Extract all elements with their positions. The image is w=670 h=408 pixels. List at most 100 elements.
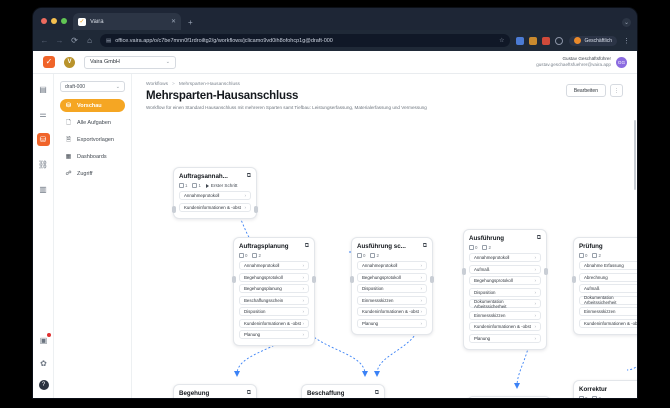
node-item[interactable]: Aufmaß›: [579, 284, 637, 293]
extensions-area[interactable]: [516, 37, 563, 45]
node-item[interactable]: Planung›: [469, 334, 541, 343]
user-menu[interactable]: Gustav Geschäftsführer gustav.geschaefts…: [536, 56, 627, 68]
sidebar-item-exportvorlagen[interactable]: 🗎 Exportvorlagen: [60, 133, 125, 146]
node-item[interactable]: Annahmeprotokoll›: [469, 253, 541, 262]
node-port-right[interactable]: [254, 206, 258, 213]
node-item[interactable]: Kundeninformationen & -obst›: [469, 322, 541, 331]
workflow-node[interactable]: Auftragsplanung⧉02Annahmeprotokoll›Begeh…: [233, 237, 315, 346]
node-port-right[interactable]: [312, 276, 316, 283]
integrations-icon[interactable]: ⛓: [37, 158, 50, 171]
breadcrumb[interactable]: Workflows > Mehrsparten-Hausanschluss: [146, 82, 623, 87]
maximize-window-button[interactable]: [61, 18, 67, 24]
breadcrumb-root[interactable]: Workflows: [146, 82, 168, 87]
kebab-menu-icon[interactable]: ⋮: [623, 37, 630, 45]
help-icon[interactable]: ?: [39, 380, 49, 390]
contacts-icon[interactable]: ▥: [37, 183, 50, 196]
settings-gear-icon[interactable]: ✿: [37, 357, 50, 370]
node-item[interactable]: Annahmeprotokoll›: [179, 191, 251, 200]
vertical-scrollbar[interactable]: [634, 120, 637, 190]
workflow-node[interactable]: Ausführung⧉02Annahmeprotokoll›Aufmaß›Beg…: [463, 229, 547, 350]
notifications-icon[interactable]: ▣: [37, 334, 50, 347]
vaira-logo-icon[interactable]: ✓: [43, 56, 55, 68]
node-item[interactable]: Begehungsprotokoll›: [239, 273, 309, 282]
docs-count: 2: [252, 253, 260, 258]
node-port-right[interactable]: [544, 268, 548, 275]
workflow-node[interactable]: Auftragsannah...⧉11Erster SchrittAnnahme…: [173, 167, 257, 219]
node-port-left[interactable]: [350, 276, 354, 283]
sidebar-item-zugriff[interactable]: ☍ Zugriff: [60, 167, 125, 180]
node-port-left[interactable]: [572, 276, 576, 283]
node-item[interactable]: Planung›: [357, 319, 427, 328]
workflow-node[interactable]: Beschaffung2⧉02: [467, 396, 551, 398]
extension-amber-icon[interactable]: [529, 37, 537, 45]
close-window-button[interactable]: [41, 18, 47, 24]
arrow-right-icon[interactable]: →: [55, 36, 64, 45]
node-item[interactable]: Einmessskizzen›: [469, 311, 541, 320]
node-item[interactable]: Beschaffungsschein›: [239, 296, 309, 305]
minimize-window-button[interactable]: [51, 18, 57, 24]
node-item[interactable]: Abrechnung›: [579, 273, 637, 282]
node-item[interactable]: Kundeninformationen & -obst›: [239, 319, 309, 328]
open-external-icon[interactable]: ⧉: [375, 390, 379, 397]
node-item[interactable]: Planung›: [239, 330, 309, 339]
node-item[interactable]: Annahmeprotokoll›: [357, 261, 427, 270]
extension-blue-icon[interactable]: [516, 37, 524, 45]
close-icon[interactable]: ✕: [171, 18, 176, 25]
extension-red-icon[interactable]: [542, 37, 550, 45]
workflow-node[interactable]: Beschaffung⧉02: [301, 384, 385, 398]
avatar[interactable]: GG: [616, 57, 627, 68]
open-external-icon[interactable]: ⧉: [305, 243, 309, 250]
node-port-left[interactable]: [462, 268, 466, 275]
sidebar-item-dashboards[interactable]: ▦ Dashboards: [60, 150, 125, 163]
home-icon[interactable]: ⌂: [85, 36, 94, 45]
node-item[interactable]: Begehungsprotokoll›: [357, 273, 427, 282]
workflow-node[interactable]: Begehung⧉02: [173, 384, 257, 398]
open-external-icon[interactable]: ⧉: [537, 235, 541, 242]
node-item[interactable]: Dokumentation Arbeitssicherheit›: [469, 299, 541, 308]
node-item[interactable]: Begehungsprotokoll›: [469, 276, 541, 285]
workflow-canvas[interactable]: Auftragsannah...⧉11Erster SchrittAnnahme…: [132, 74, 637, 398]
arrow-left-icon[interactable]: ←: [40, 36, 49, 45]
node-item[interactable]: Disposition›: [239, 307, 309, 316]
bookmark-star-icon[interactable]: ☆: [499, 37, 504, 44]
org-selector[interactable]: Vaira GmbH ⌄: [84, 56, 176, 69]
workflows-icon[interactable]: ⛁: [37, 133, 50, 146]
open-external-icon[interactable]: ⧉: [423, 243, 427, 250]
node-item[interactable]: Einmessskizzen›: [579, 307, 637, 316]
more-actions-button[interactable]: ⋮: [610, 84, 623, 97]
browser-profile-button[interactable]: Geschäftlich: [569, 36, 617, 46]
node-item[interactable]: Einmessskizzen›: [357, 296, 427, 305]
open-external-icon[interactable]: ⧉: [247, 390, 251, 397]
node-item[interactable]: Kundeninformationen & -obst›: [579, 319, 637, 328]
projects-icon[interactable]: ▤: [37, 83, 50, 96]
version-selector[interactable]: draft-000 ⌄: [60, 81, 125, 92]
window-traffic-lights[interactable]: [39, 18, 73, 30]
node-item[interactable]: Disposition›: [357, 284, 427, 293]
node-item[interactable]: Kundeninformationen & -obst›: [179, 203, 251, 212]
edit-button[interactable]: Bearbeiten: [566, 84, 606, 97]
reload-icon[interactable]: ⟳: [70, 36, 79, 45]
tasks-icon[interactable]: ⚌: [37, 108, 50, 121]
extension-ring-icon[interactable]: [555, 37, 563, 45]
new-tab-button[interactable]: +: [188, 18, 193, 30]
sidebar-item-alle-aufgaben[interactable]: 🗋 Alle Aufgaben: [60, 116, 125, 129]
workflow-node[interactable]: Korrektur⧉02: [573, 380, 637, 398]
address-bar[interactable]: ▤ office.vaira.app/o/c7be7mnn0f1rdroiltg…: [100, 34, 510, 47]
node-item[interactable]: Abnahme Erfassung›: [579, 261, 637, 270]
site-info-icon[interactable]: ▤: [106, 38, 111, 44]
browser-tab[interactable]: ✓ Vaira ✕: [73, 13, 181, 30]
node-item[interactable]: Annahmeprotokoll›: [239, 261, 309, 270]
node-port-left[interactable]: [232, 276, 236, 283]
node-item[interactable]: Dokumentation Arbeitssicherheit›: [579, 296, 637, 305]
workflow-node[interactable]: Prüfung⧉02Abnahme Erfassung›Abrechnung›A…: [573, 237, 637, 335]
open-external-icon[interactable]: ⧉: [247, 173, 251, 180]
node-port-left[interactable]: [172, 206, 176, 213]
window-options-icon[interactable]: ⌄: [622, 18, 631, 27]
workflow-node[interactable]: Ausführung sc...⧉02Annahmeprotokoll›Bege…: [351, 237, 433, 335]
node-item[interactable]: Disposition›: [469, 288, 541, 297]
node-item[interactable]: Aufmaß›: [469, 265, 541, 274]
node-item[interactable]: Begehungsplanung›: [239, 284, 309, 293]
sidebar-item-vorschau[interactable]: ⛁ Vorschau: [60, 99, 125, 112]
node-port-right[interactable]: [430, 276, 434, 283]
node-item[interactable]: Kundeninformationen & -obst›: [357, 307, 427, 316]
